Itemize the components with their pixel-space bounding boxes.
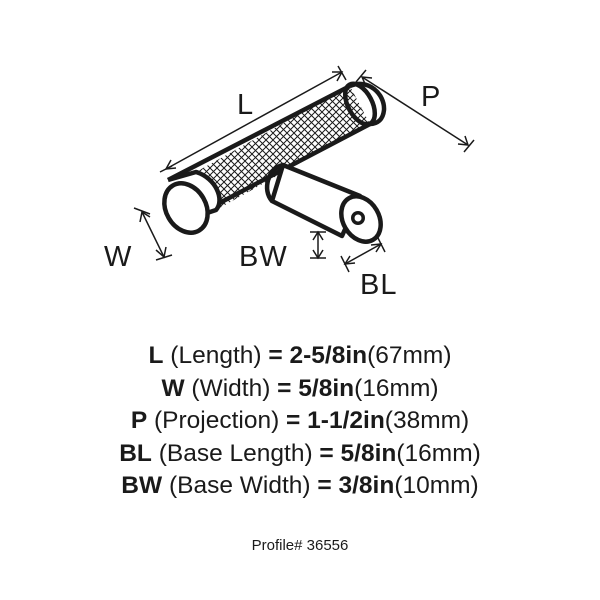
profile-number: Profile# 36556 bbox=[251, 537, 349, 554]
spec-metric: (67mm) bbox=[367, 342, 452, 369]
spec-imperial: 3/8in bbox=[338, 472, 395, 499]
spec-abbr: P bbox=[130, 407, 148, 434]
spec-abbr: BL bbox=[119, 439, 152, 467]
spec-imperial: 2-5/8in bbox=[289, 342, 368, 369]
spec-base-width: BW (Base Width) = 3/8in(10mm) bbox=[0, 470, 600, 503]
spec-abbr: L bbox=[148, 342, 164, 369]
dimension-lines bbox=[133, 65, 475, 273]
spec-equals: = bbox=[319, 439, 334, 467]
spec-imperial: 5/8in bbox=[298, 374, 355, 402]
spec-name: (Width) bbox=[191, 374, 271, 402]
spec-equals: = bbox=[277, 374, 292, 402]
spec-equals: = bbox=[268, 342, 283, 369]
spec-base-length: BL (Base Length) = 5/8in(16mm) bbox=[0, 438, 600, 471]
spec-metric: (16mm) bbox=[396, 439, 481, 467]
spec-metric: (38mm) bbox=[384, 407, 470, 434]
spec-equals: = bbox=[317, 472, 332, 499]
dimension-specs: L (Length) = 2-5/8in(67mm) W (Width) = 5… bbox=[0, 340, 600, 503]
spec-length: L (Length) = 2-5/8in(67mm) bbox=[0, 340, 600, 373]
spec-width: W (Width) = 5/8in(16mm) bbox=[0, 373, 600, 406]
spec-projection: P (Projection) = 1-1/2in(38mm) bbox=[0, 405, 600, 438]
label-P: P bbox=[421, 81, 441, 113]
spec-name: (Base Width) bbox=[168, 472, 311, 499]
spec-imperial: 5/8in bbox=[340, 439, 397, 467]
knob-dimension-diagram: L P W BW BL bbox=[104, 65, 475, 301]
spec-metric: (10mm) bbox=[394, 472, 479, 499]
spec-metric: (16mm) bbox=[354, 374, 439, 402]
knob-drawing bbox=[162, 81, 387, 244]
label-W: W bbox=[104, 241, 132, 273]
spec-name: (Length) bbox=[170, 342, 262, 369]
spec-abbr: W bbox=[161, 374, 185, 402]
spec-name: (Projection) bbox=[153, 407, 280, 434]
label-BW: BW bbox=[239, 241, 288, 273]
spec-imperial: 1-1/2in bbox=[307, 407, 385, 434]
spec-name: (Base Length) bbox=[158, 439, 313, 467]
spec-equals: = bbox=[286, 407, 301, 434]
spec-abbr: BW bbox=[121, 472, 163, 499]
label-BL: BL bbox=[360, 269, 397, 301]
label-L: L bbox=[237, 89, 254, 121]
